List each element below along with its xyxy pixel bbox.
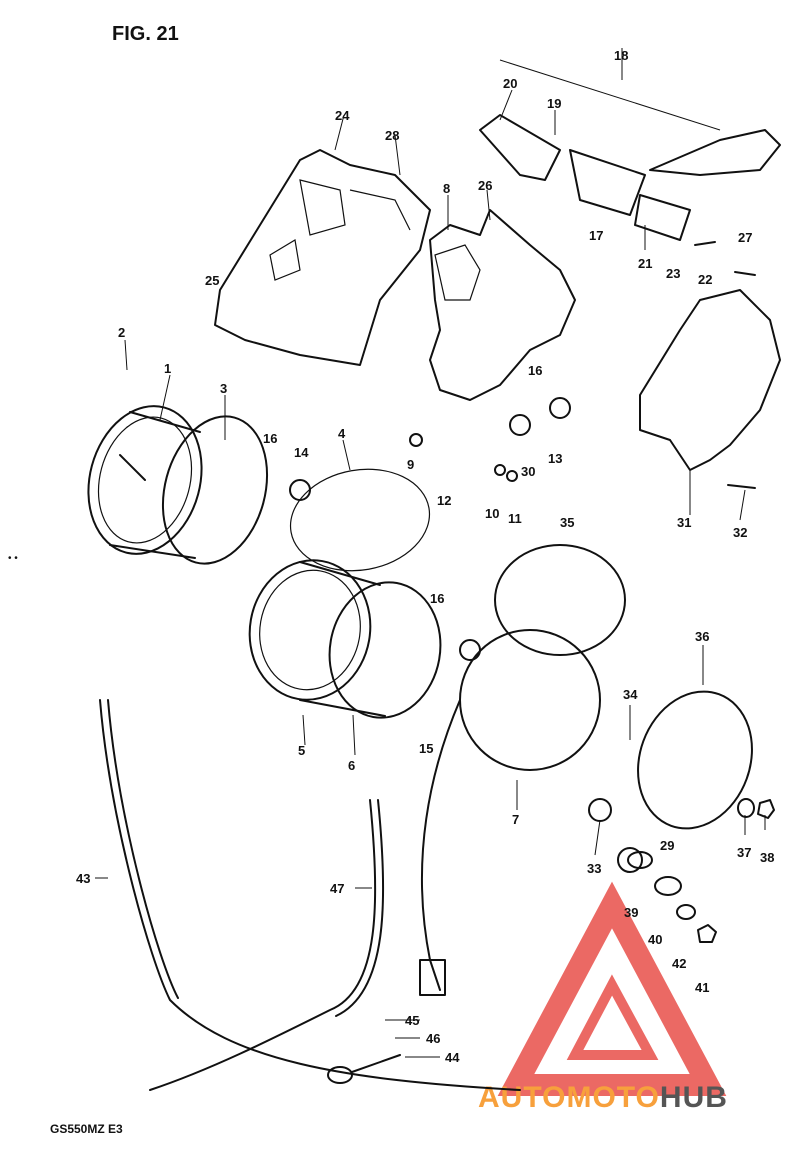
callout-8: 8 bbox=[443, 181, 450, 196]
callout-43: 43 bbox=[76, 871, 90, 886]
callout-19: 19 bbox=[547, 96, 561, 111]
watermark-triangle-outer bbox=[497, 881, 727, 1096]
callout-16c: 16 bbox=[528, 363, 542, 378]
watermark-brand-part2: HUB bbox=[660, 1081, 728, 1114]
speedometer-assembly bbox=[248, 559, 442, 719]
callout-39: 39 bbox=[624, 905, 638, 920]
callout-36: 36 bbox=[695, 629, 709, 644]
callout-28: 28 bbox=[385, 128, 399, 143]
watermark-brand-part1: AUTOMOTO bbox=[478, 1081, 660, 1114]
callout-45: 45 bbox=[405, 1013, 419, 1028]
callout-18: 18 bbox=[614, 48, 628, 63]
model-code: GS550MZ E3 bbox=[50, 1122, 123, 1136]
callout-10: 10 bbox=[485, 506, 499, 521]
speedometer-cable-43 bbox=[99, 699, 521, 1091]
callout-17: 17 bbox=[589, 228, 603, 243]
callout-20: 20 bbox=[503, 76, 517, 91]
callout-41: 41 bbox=[695, 980, 709, 995]
callout-44: 44 bbox=[445, 1050, 460, 1065]
meter-bracket-31 bbox=[639, 289, 781, 471]
callout-12: 12 bbox=[437, 493, 451, 508]
callout-13: 13 bbox=[548, 451, 562, 466]
callout-6: 6 bbox=[348, 758, 355, 773]
watermark-logo bbox=[497, 881, 727, 1096]
callout-32: 32 bbox=[733, 525, 747, 540]
meter-bracket-8-26 bbox=[429, 209, 576, 401]
callout-46: 46 bbox=[426, 1031, 440, 1046]
callout-37: 37 bbox=[737, 845, 751, 860]
part-callouts: 1 2 3 4 5 6 7 8 9 10 11 12 13 14 15 16 1… bbox=[76, 48, 774, 1065]
callout-16: 16 bbox=[263, 431, 277, 446]
callout-47: 47 bbox=[330, 881, 344, 896]
callout-14: 14 bbox=[294, 445, 309, 460]
callout-38: 38 bbox=[760, 850, 774, 865]
watermark-brand: AUTOMOTOHUB bbox=[478, 1081, 728, 1114]
callout-21: 21 bbox=[638, 256, 652, 271]
meter-case-7-35 bbox=[459, 544, 626, 771]
callout-7: 7 bbox=[512, 812, 519, 827]
callout-31: 31 bbox=[677, 515, 691, 530]
callout-23: 23 bbox=[666, 266, 680, 281]
meter-case-4 bbox=[289, 468, 431, 572]
callout-1: 1 bbox=[164, 361, 171, 376]
callout-33: 33 bbox=[587, 861, 601, 876]
callout-15: 15 bbox=[419, 741, 433, 756]
callout-5: 5 bbox=[298, 743, 305, 758]
callout-25: 25 bbox=[205, 273, 219, 288]
callout-30: 30 bbox=[521, 464, 535, 479]
wiring-harness bbox=[419, 699, 461, 996]
callout-34: 34 bbox=[623, 687, 638, 702]
callout-26: 26 bbox=[478, 178, 492, 193]
callout-3: 3 bbox=[220, 381, 227, 396]
meter-case-36 bbox=[637, 690, 753, 830]
callout-35: 35 bbox=[560, 515, 574, 530]
tachometer-assembly bbox=[87, 405, 269, 565]
callout-27: 27 bbox=[738, 230, 752, 245]
callout-24: 24 bbox=[335, 108, 350, 123]
bulb-sockets bbox=[289, 397, 643, 873]
callout-22: 22 bbox=[698, 272, 712, 287]
callout-11: 11 bbox=[508, 511, 522, 526]
callout-40: 40 bbox=[648, 932, 662, 947]
callout-29: 29 bbox=[660, 838, 674, 853]
callout-4: 4 bbox=[338, 426, 346, 441]
callout-2: 2 bbox=[118, 325, 125, 340]
watermark-triangle-inner bbox=[566, 974, 659, 1060]
callout-9: 9 bbox=[407, 457, 414, 472]
indicator-switch-18 bbox=[479, 114, 781, 241]
tachometer-cable-47 bbox=[149, 799, 385, 1091]
callout-42: 42 bbox=[672, 956, 686, 971]
callout-16b: 16 bbox=[430, 591, 444, 606]
meter-housing-24 bbox=[214, 149, 431, 366]
figure-title: FIG. 21 bbox=[112, 23, 179, 45]
stray-mark: • • bbox=[8, 553, 18, 564]
leader-lines bbox=[95, 48, 766, 1058]
hardware-parts bbox=[327, 241, 775, 1084]
